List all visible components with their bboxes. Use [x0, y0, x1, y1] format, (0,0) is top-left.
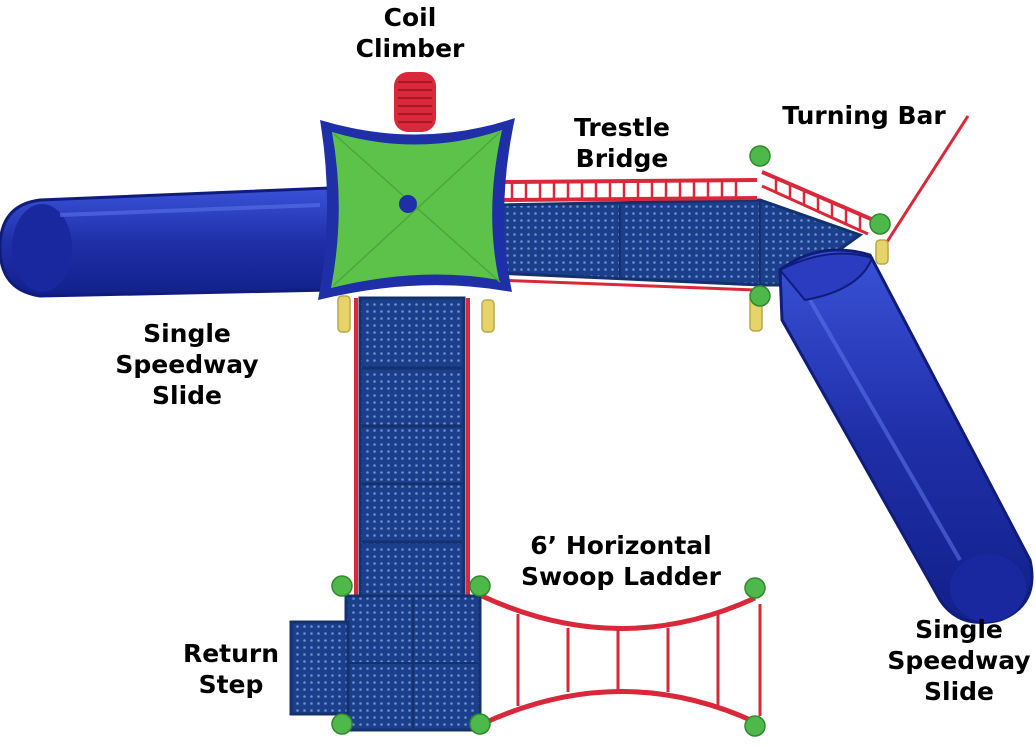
label-single-speedway-slide-left: Single Speedway Slide [115, 319, 259, 410]
roof-canopy [318, 118, 515, 300]
label-trestle-bridge: Trestle Bridge [574, 113, 670, 173]
coil-climber [394, 72, 436, 132]
horizontal-swoop-ladder [480, 593, 762, 727]
return-step [289, 620, 350, 716]
bottom-deck [344, 594, 482, 732]
turning-bar [883, 115, 970, 246]
single-speedway-slide-left [0, 186, 332, 298]
single-speedway-slide-right [778, 248, 1034, 624]
label-turning-bar: Turning Bar [782, 101, 946, 130]
label-coil-climber: Coil Climber [355, 3, 465, 63]
post-caps [331, 145, 891, 737]
trestle-bridge [493, 170, 879, 292]
vertical-walkway [354, 296, 470, 600]
label-horizontal-swoop-ladder: 6’ Horizontal Swoop Ladder [521, 531, 721, 591]
label-single-speedway-slide-right: Single Speedway Slide [887, 615, 1031, 706]
label-return-step: Return Step [182, 639, 280, 699]
